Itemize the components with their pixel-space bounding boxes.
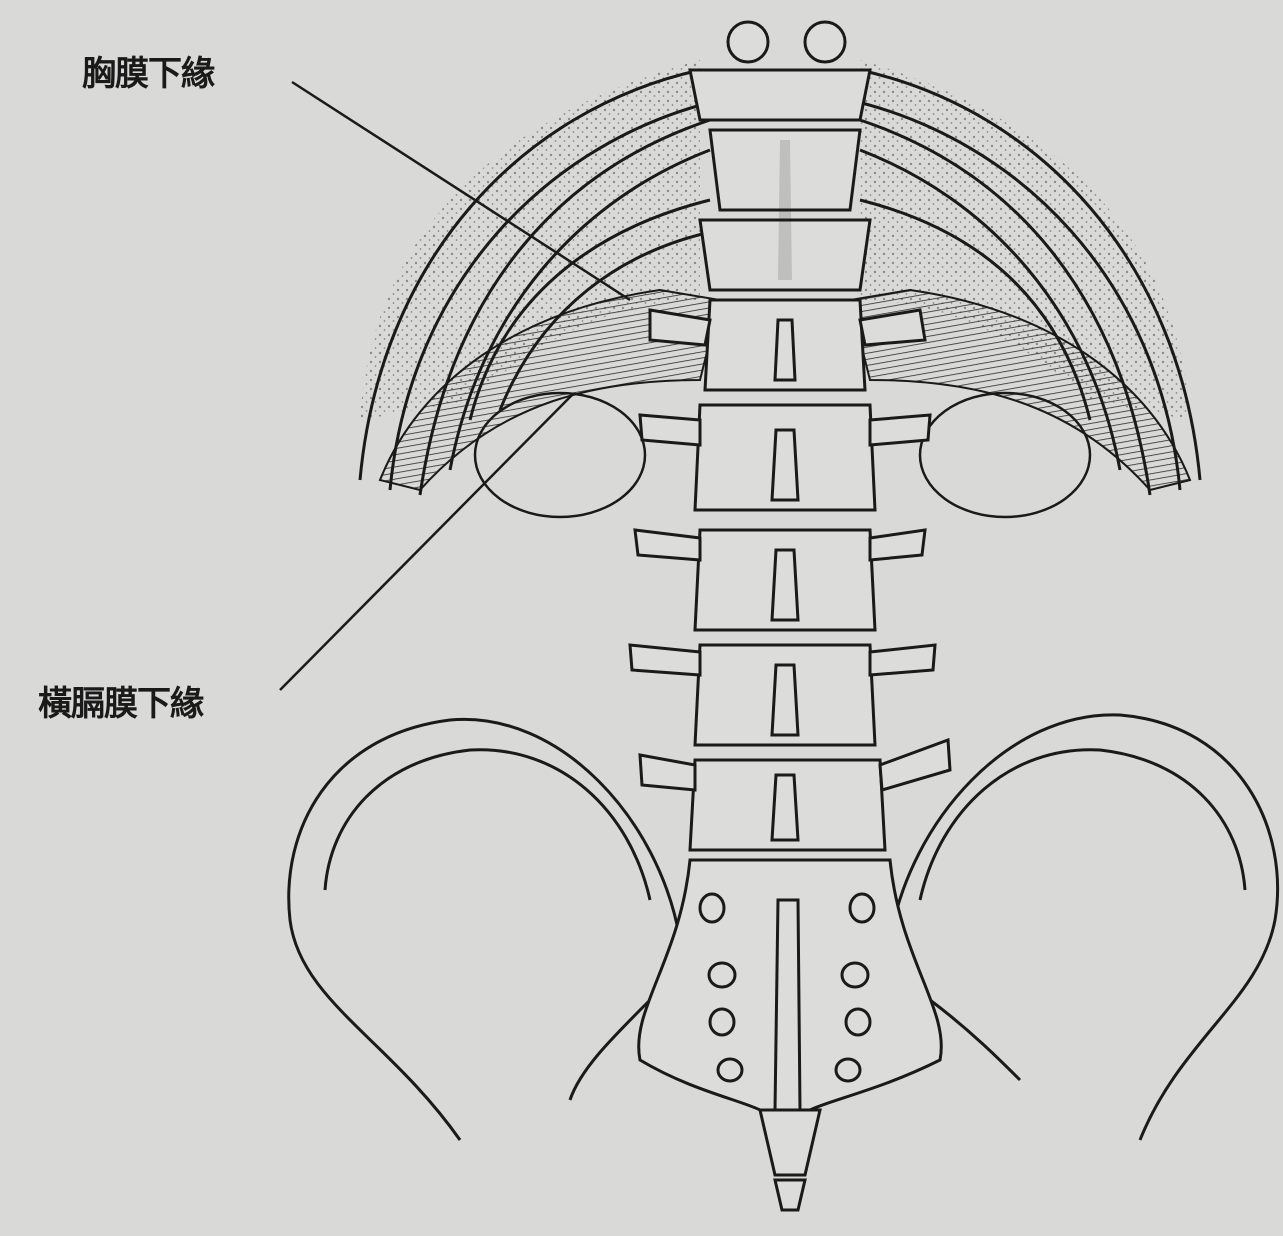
pleura-lower-border-label: 胸膜下緣: [82, 46, 214, 95]
diaphragm-lower-border-label: 橫膈膜下緣: [38, 676, 203, 725]
sacrum: [639, 860, 942, 1210]
